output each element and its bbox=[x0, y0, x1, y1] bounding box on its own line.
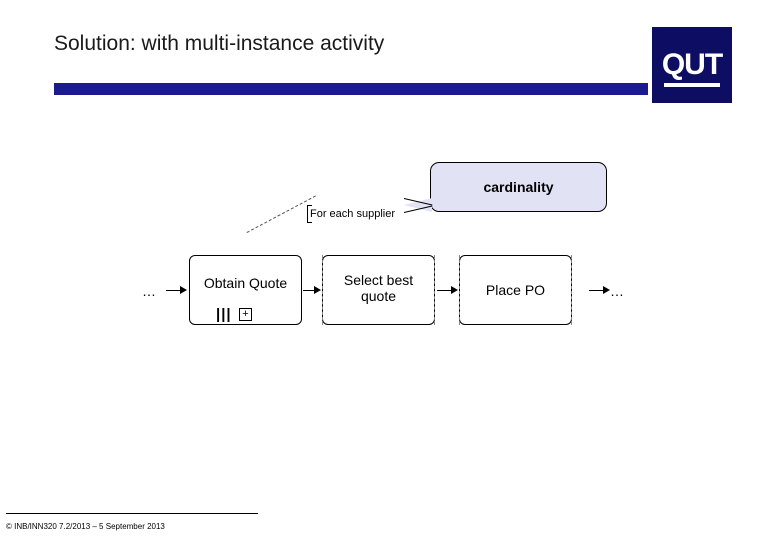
callout-tail bbox=[404, 198, 432, 212]
cardinality-callout-label: cardinality bbox=[483, 179, 554, 195]
arrow-head bbox=[603, 286, 610, 294]
arrow-head bbox=[180, 286, 187, 294]
title-underline-bar bbox=[54, 83, 648, 95]
arrow-shaft bbox=[303, 290, 315, 291]
footer-copyright: © INB/INN320 7.2/2013 – 5 September 2013 bbox=[6, 522, 165, 531]
task-obtain-quote[interactable]: Obtain Quote bbox=[189, 255, 302, 325]
arrow-head bbox=[314, 286, 321, 294]
for-each-bracket bbox=[307, 205, 312, 223]
multi-instance-marker-icon: ||| bbox=[216, 306, 232, 323]
arrow-shaft bbox=[589, 290, 604, 291]
task-place-po-label: Place PO bbox=[485, 281, 546, 298]
subprocess-plus-marker-icon: + bbox=[239, 308, 252, 321]
arrow-shaft bbox=[437, 290, 452, 291]
flow-ellipsis-right: … bbox=[610, 283, 625, 299]
bpmn-diagram: cardinality For each supplier … Obtain Q… bbox=[0, 110, 780, 410]
arrow-shaft bbox=[166, 290, 181, 291]
qut-logo: QUT bbox=[652, 27, 732, 103]
flow-ellipsis-left: … bbox=[142, 283, 157, 299]
task-obtain-quote-label: Obtain Quote bbox=[203, 274, 288, 291]
cardinality-callout: cardinality bbox=[430, 162, 607, 212]
task-select-best-quote-label: Select best quote bbox=[343, 271, 414, 304]
footer-divider bbox=[6, 513, 258, 514]
arrow-head bbox=[451, 286, 458, 294]
qut-logo-underline bbox=[664, 83, 720, 87]
annotation-leader-line bbox=[246, 195, 317, 234]
for-each-supplier-label: For each supplier bbox=[310, 208, 395, 220]
task-place-po-dashed-overlay bbox=[459, 255, 572, 325]
task-select-best-quote-dashed-overlay bbox=[322, 255, 435, 325]
page-title: Solution: with multi-instance activity bbox=[54, 32, 385, 55]
qut-logo-text: QUT bbox=[661, 48, 723, 81]
